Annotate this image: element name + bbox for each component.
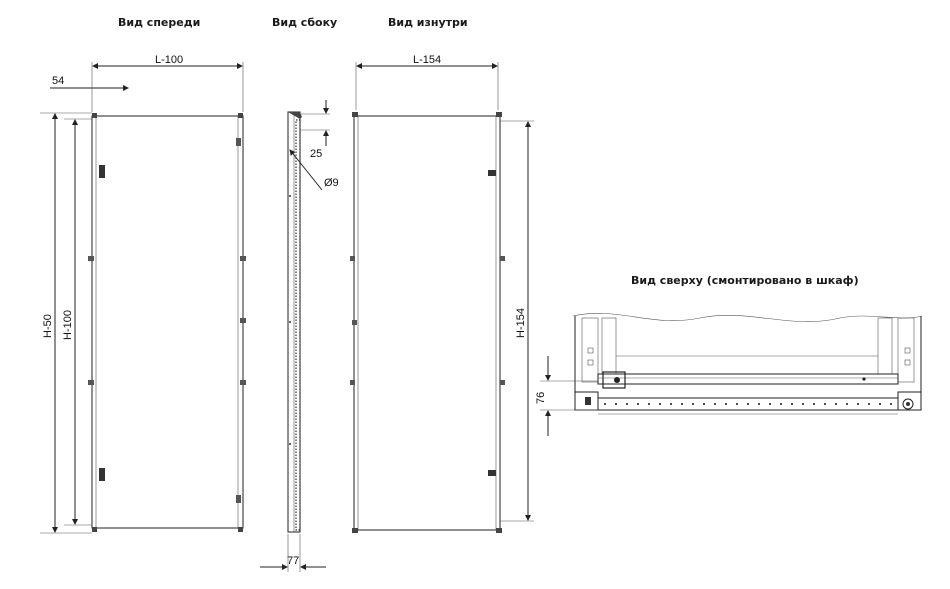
top-right-rail	[877, 317, 893, 375]
top-mounting-plate	[597, 373, 899, 385]
inside-fixing-point	[500, 380, 505, 385]
inside-fixing-point	[350, 380, 355, 385]
front-fixing-point	[236, 495, 241, 503]
side-top-cap	[288, 112, 302, 119]
top-rail-hole	[587, 359, 594, 366]
front-l-label: L-100	[155, 54, 183, 66]
top-right-lock	[902, 398, 914, 410]
front-h50-label: H-50	[42, 314, 54, 338]
inside-fixing-point	[352, 320, 357, 325]
side-hole	[289, 195, 291, 197]
side-diameter-leader	[289, 149, 323, 191]
front-fixing-point	[240, 318, 246, 323]
side-hole	[289, 321, 291, 323]
inside-hinge-bottom	[488, 470, 496, 476]
front-fixing-point	[240, 256, 246, 261]
front-corner-mark	[238, 113, 243, 118]
side-hole	[289, 443, 291, 445]
inside-corner-mark	[496, 528, 502, 533]
top-left-rail-inner	[601, 317, 617, 375]
front-fixing-point	[88, 380, 94, 385]
front-hinge-bottom	[99, 468, 105, 481]
front-h100-label: H-100	[62, 310, 74, 340]
top-break-line	[572, 313, 923, 322]
side-view-title: Вид сбоку	[272, 16, 338, 29]
inside-corner-mark	[352, 528, 358, 533]
side-25-label: 25	[310, 148, 322, 160]
top-rail-hole	[904, 359, 911, 366]
front-corner-mark	[238, 527, 243, 532]
top-76-label: 76	[535, 392, 547, 404]
side-diameter-label: Ø9	[324, 177, 339, 189]
inside-l-label: L-154	[413, 54, 441, 66]
front-54-label: 54	[52, 75, 64, 87]
top-right-lock-core	[906, 402, 910, 406]
inside-hinge-top	[488, 170, 496, 176]
front-corner-mark	[92, 527, 97, 532]
top-perforated-profile	[597, 397, 899, 411]
front-panel-outline	[91, 115, 244, 529]
top-view: 76	[535, 313, 923, 436]
top-left-hinge	[585, 397, 591, 405]
inside-corner-mark	[352, 112, 358, 117]
top-right-door-profile	[897, 391, 922, 411]
top-left-bracket	[602, 371, 626, 389]
top-left-fixing	[614, 377, 620, 383]
front-corner-mark	[92, 113, 97, 118]
inside-fixing-point	[500, 256, 505, 261]
inside-h-label: H-154	[515, 308, 527, 338]
front-view-title: Вид спереди	[118, 16, 201, 29]
side-77-label: 77	[287, 555, 299, 567]
top-rail-hole	[587, 347, 594, 354]
inside-panel-outline	[353, 115, 501, 531]
inside-view: L-154 H-154	[350, 54, 534, 533]
front-hinge-top	[99, 165, 105, 178]
front-fixing-point	[88, 256, 94, 261]
front-fixing-point	[240, 380, 246, 385]
inside-corner-mark	[496, 112, 502, 117]
inside-view-title: Вид изнутри	[388, 16, 468, 29]
top-right-fixing	[862, 377, 866, 381]
top-view-title: Вид сверху (смонтировано в шкаф)	[631, 274, 859, 287]
front-fixing-point	[236, 138, 241, 146]
inside-fixing-point	[350, 256, 355, 261]
top-right-rail-outer	[897, 317, 915, 383]
top-rail-hole	[904, 347, 911, 354]
front-view: L-100 54 H-50 H-100	[40, 54, 246, 534]
top-left-rail	[581, 317, 599, 383]
side-perforation-row	[295, 119, 301, 531]
side-view: 25 Ø9 77	[260, 100, 339, 572]
